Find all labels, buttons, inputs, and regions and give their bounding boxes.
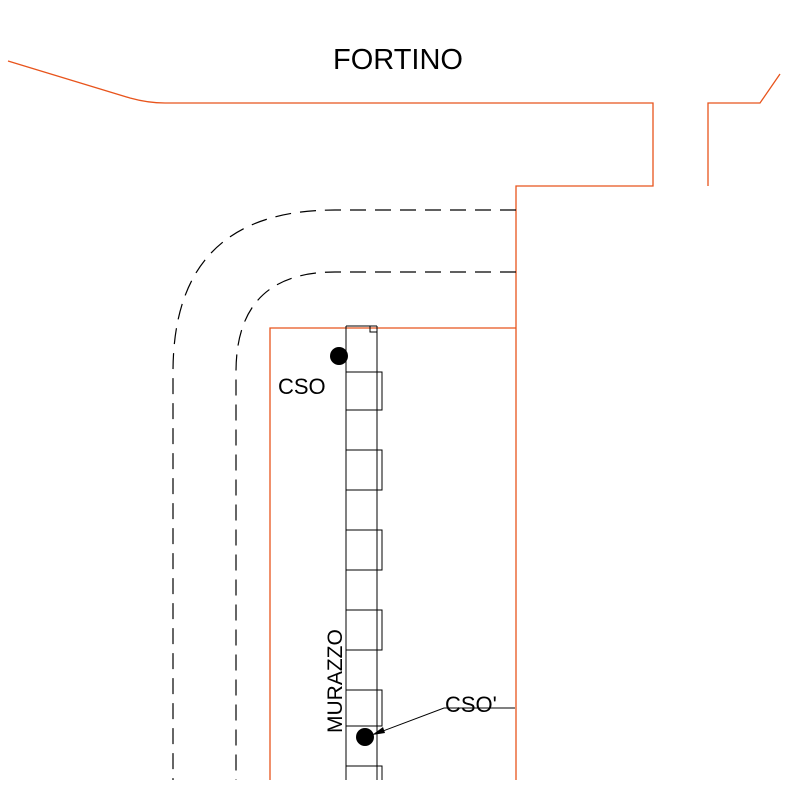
fortino-label: FORTINO: [333, 44, 463, 76]
cso-prime-point-marker: [356, 728, 374, 746]
cso-prime-leader-arrow-icon: [372, 727, 385, 735]
murazzo-wall: [345, 325, 383, 780]
cso-prime-leader: [372, 707, 515, 735]
cso-label: CSO: [278, 374, 326, 399]
murazzo-area-outline: [269, 327, 516, 780]
cso-point-marker: [330, 347, 348, 365]
cso-prime-label: CSO': [445, 692, 497, 717]
dashed-path-outer: [172, 209, 516, 780]
dashed-path-inner: [235, 271, 516, 780]
fortino-outline: [7, 60, 654, 780]
fortino-right-edge: [707, 73, 781, 186]
dashed-path: [172, 209, 516, 780]
murazzo-label: MURAZZO: [324, 629, 347, 733]
boundary-lines: [7, 60, 781, 780]
cso-prime-leader-line: [374, 707, 515, 735]
wall-teeth: [346, 325, 383, 780]
